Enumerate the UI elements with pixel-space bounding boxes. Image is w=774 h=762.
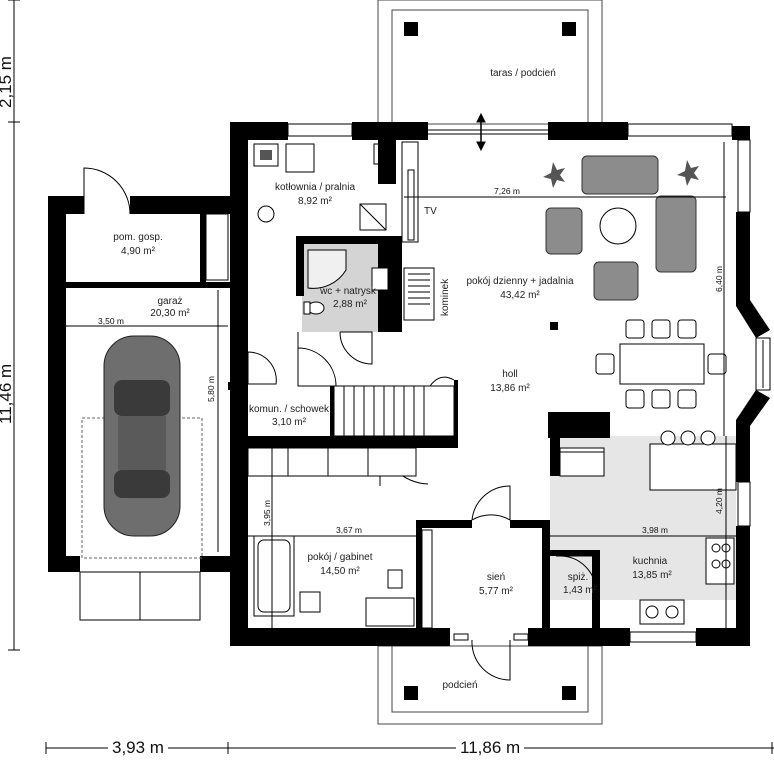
room-holl: holl <box>502 369 518 380</box>
car-icon <box>81 335 203 559</box>
plant-icons <box>543 160 699 330</box>
area-holl: 13,86 m² <box>490 383 530 394</box>
room-taras: taras / podcień <box>490 68 556 79</box>
office-fixtures <box>247 447 417 627</box>
area-kotlownia: 8,92 m² <box>298 196 332 207</box>
room-podcien: podcień <box>442 680 478 691</box>
bay-window <box>736 300 771 426</box>
living-furniture <box>545 155 697 301</box>
label-kominek: kominek <box>440 278 451 316</box>
dim-garage-inner-d: 5,80 m <box>206 376 216 402</box>
storage-shelf <box>205 213 229 281</box>
label-tv: TV <box>424 206 437 217</box>
tv-unit <box>407 169 415 241</box>
dim-living-width: 7,26 m <box>494 186 520 196</box>
terrace-top <box>377 0 603 125</box>
room-dzienny: pokój dzienny + jadalnia <box>466 276 574 287</box>
exterior-walls <box>48 122 750 646</box>
dimension-lines <box>8 0 774 754</box>
room-komun: komun. / schowek <box>248 404 330 415</box>
area-sien: 5,77 m² <box>479 586 513 597</box>
dim-kitchen-d: 4,20 m <box>714 488 724 514</box>
coffee-table <box>599 207 637 245</box>
dim-house-width: 11,86 m <box>456 738 525 758</box>
room-pom-gosp: pom. gosp. <box>113 232 163 243</box>
area-kuchnia: 13,85 m² <box>632 570 672 581</box>
dim-living-depth: 6,40 m <box>714 266 724 292</box>
room-kotlownia: kotłownia / pralnia <box>274 182 356 193</box>
stairs <box>333 376 455 437</box>
room-spiz: spiż. <box>567 572 589 583</box>
dim-kitchen-w: 3,98 m <box>642 525 668 535</box>
area-pom-gosp: 4,90 m² <box>121 246 155 257</box>
interior-walls <box>66 140 610 628</box>
room-garaz: garaż <box>157 296 183 307</box>
room-wc: wc + natrysk <box>320 286 376 297</box>
terrace-bottom <box>377 645 603 725</box>
room-gabinet: pokój / gabinet <box>307 552 373 563</box>
room-kuchnia: kuchnia <box>632 556 668 567</box>
dim-garage-inner-w: 3,50 m <box>98 316 124 326</box>
dining-set <box>595 319 727 409</box>
dim-terrace-depth: 2,15 m <box>0 56 15 108</box>
dim-overall-height: 11,46 m <box>0 364 15 424</box>
area-wc: 2,88 m² <box>333 299 367 310</box>
sliding-door <box>428 112 548 152</box>
area-dzienny: 43,42 m² <box>500 290 540 301</box>
area-komun: 3,10 m² <box>272 417 306 428</box>
area-spiz: 1,43 m² <box>563 585 597 596</box>
dim-garage-width: 3,93 m <box>108 738 168 758</box>
boiler-fixtures <box>253 141 435 321</box>
dim-gabinet-d: 3,95 m <box>262 500 272 526</box>
area-gabinet: 14,50 m² <box>320 566 360 577</box>
room-sien: sień <box>486 572 506 583</box>
dim-gabinet-w: 3,67 m <box>336 525 362 535</box>
windows <box>51 123 751 643</box>
kitchen-fixtures <box>559 430 737 625</box>
hall-cabinet <box>421 529 433 629</box>
wc-fixtures <box>303 249 389 315</box>
area-garaz: 20,30 m² <box>150 308 190 319</box>
